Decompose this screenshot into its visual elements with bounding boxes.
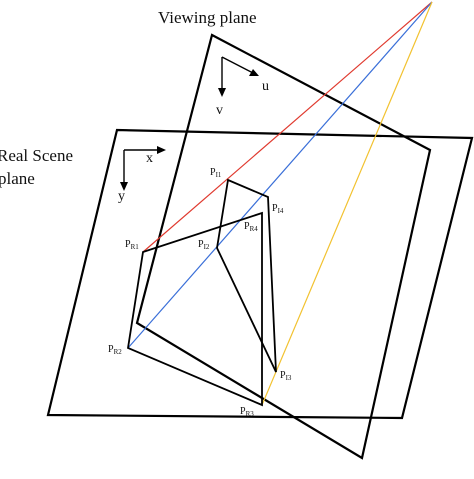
label-PR2: PR2 xyxy=(108,344,122,356)
label-PR3: PR3 xyxy=(240,406,254,418)
label-PR4: PR4 xyxy=(244,221,258,233)
viewing-plane xyxy=(135,33,432,460)
ray-blue xyxy=(127,1,433,349)
label-PI1: PI1 xyxy=(210,167,222,179)
real-scene-label-line2: plane xyxy=(0,169,35,188)
label-PR1: PR1 xyxy=(125,239,139,251)
image-quadrilateral xyxy=(216,178,277,373)
axis-v-label: v xyxy=(216,103,223,118)
viewing-plane-label: Viewing plane xyxy=(158,8,257,27)
real-scene-label-line1: Real Scene xyxy=(0,146,73,165)
ray-yellow xyxy=(261,1,433,406)
real-scene-plane xyxy=(46,128,474,420)
axis-y-label: y xyxy=(118,189,125,204)
axis-x-label: x xyxy=(146,151,153,166)
uv-axes xyxy=(218,56,259,97)
label-PI3: PI3 xyxy=(280,370,292,382)
label-PI2: PI2 xyxy=(198,239,210,251)
xy-axes xyxy=(120,146,166,191)
label-PI4: PI4 xyxy=(272,203,284,215)
axis-u-label: u xyxy=(262,79,269,94)
real-quadrilateral xyxy=(127,211,263,407)
ray-red xyxy=(142,1,433,253)
